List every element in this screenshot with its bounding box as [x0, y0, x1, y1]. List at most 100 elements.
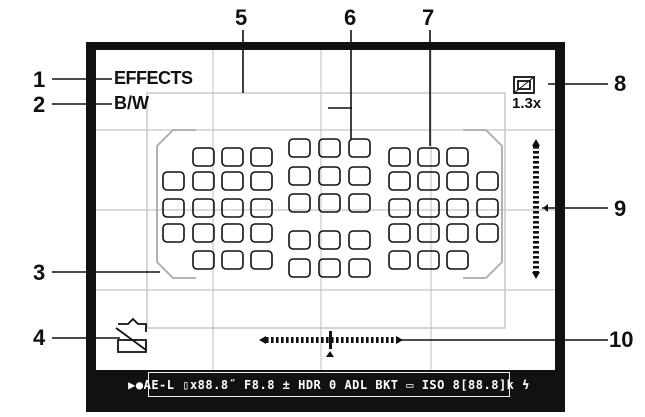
- indicator-tick: [276, 337, 279, 343]
- indicator-tick: [533, 166, 539, 169]
- focus-point: [446, 223, 469, 243]
- indicator-tick: [533, 181, 539, 184]
- indicator-tick: [266, 337, 269, 343]
- focus-point: [221, 147, 244, 167]
- callout-number-8: 8: [614, 71, 627, 96]
- framing-grid: [96, 50, 555, 370]
- indicator-tick: [533, 231, 539, 234]
- focus-point: [162, 223, 185, 243]
- focus-point: [288, 230, 311, 250]
- indicator-tick: [326, 337, 329, 343]
- focus-point: [348, 193, 371, 213]
- indicator-center-mark: [329, 331, 332, 349]
- focus-point: [318, 193, 341, 213]
- indicator-tick: [321, 337, 324, 343]
- indicator-tick: [533, 186, 539, 189]
- focus-point: [476, 223, 499, 243]
- focus-point: [388, 147, 411, 167]
- indicator-tick: [533, 216, 539, 219]
- indicator-arrows: [532, 139, 548, 279]
- callout-number-9: 9: [614, 196, 627, 221]
- viewfinder-status-bar: ▶●AE-L ▯x88.8˝ F8.8 ± HDR 0 ADL BKT ▭ IS…: [128, 372, 529, 397]
- focus-point: [162, 171, 185, 191]
- focus-point: [221, 250, 244, 270]
- vertical-exposure-indicator: [532, 139, 548, 279]
- focus-point: [250, 250, 273, 270]
- focus-point: [221, 171, 244, 191]
- focus-point: [318, 138, 341, 158]
- indicator-tick: [533, 261, 539, 264]
- focus-point: [388, 198, 411, 218]
- focus-point: [388, 223, 411, 243]
- crop-frame: [146, 92, 506, 329]
- indicator-tick: [351, 337, 354, 343]
- focus-point: [446, 171, 469, 191]
- af-area-brackets: [156, 129, 503, 279]
- indicator-tick: [533, 206, 539, 209]
- callout-number-4: 4: [33, 325, 46, 350]
- indicator-tick: [341, 337, 344, 343]
- focus-point: [476, 198, 499, 218]
- focus-point: [417, 198, 440, 218]
- indicator-tick: [376, 337, 379, 343]
- callout-number-1: 1: [33, 67, 46, 92]
- focus-point: [288, 166, 311, 186]
- indicator-tick: [331, 337, 334, 343]
- indicator-tick: [533, 146, 539, 149]
- focus-point: [192, 171, 215, 191]
- focus-point: [417, 250, 440, 270]
- crop-label: 1.3x: [512, 95, 542, 112]
- focus-point: [288, 193, 311, 213]
- horizontal-exposure-indicator: [259, 331, 403, 357]
- indicator-tick: [271, 337, 274, 343]
- focus-point: [417, 171, 440, 191]
- focus-point: [221, 198, 244, 218]
- indicator-tick: [306, 337, 309, 343]
- indicator-arrows: [259, 336, 403, 357]
- indicator-tick: [533, 256, 539, 259]
- focus-point: [192, 147, 215, 167]
- indicator-tick: [336, 337, 339, 343]
- focus-point: [288, 138, 311, 158]
- viewfinder-frame: [86, 42, 565, 412]
- callout-number-7: 7: [422, 5, 435, 30]
- focus-point: [446, 198, 469, 218]
- focus-point: [250, 147, 273, 167]
- indicator-tick: [291, 337, 294, 343]
- focus-point: [250, 223, 273, 243]
- effects-label: EFFECTS: [114, 68, 193, 88]
- indicator-tick: [316, 337, 319, 343]
- focus-point: [318, 166, 341, 186]
- focus-point: [348, 258, 371, 278]
- focus-point: [348, 138, 371, 158]
- indicator-tick: [533, 151, 539, 154]
- focus-point: [318, 258, 341, 278]
- level-icon: [115, 317, 147, 353]
- indicator-tick: [533, 226, 539, 229]
- indicator-tick: [533, 236, 539, 239]
- focus-point: [417, 223, 440, 243]
- indicator-tick: [281, 337, 284, 343]
- status-bar-text: ▶●AE-L ▯x88.8˝ F8.8 ± HDR 0 ADL BKT ▭ IS…: [128, 377, 530, 392]
- indicator-tick: [346, 337, 349, 343]
- focus-point: [417, 147, 440, 167]
- indicator-tick: [533, 221, 539, 224]
- indicator-tick: [533, 201, 539, 204]
- bw-label: B/W: [114, 93, 149, 113]
- focus-point: [221, 223, 244, 243]
- indicator-tick: [533, 161, 539, 164]
- indicator-tick: [371, 337, 374, 343]
- focus-point: [388, 171, 411, 191]
- focus-point: [348, 230, 371, 250]
- callout-number-10: 10: [609, 327, 634, 352]
- focus-point: [192, 198, 215, 218]
- focus-point: [192, 223, 215, 243]
- focus-point: [446, 250, 469, 270]
- indicator-tick: [533, 191, 539, 194]
- callout-number-6: 6: [344, 5, 357, 30]
- focus-point: [476, 171, 499, 191]
- focus-point: [192, 250, 215, 270]
- focus-point: [250, 198, 273, 218]
